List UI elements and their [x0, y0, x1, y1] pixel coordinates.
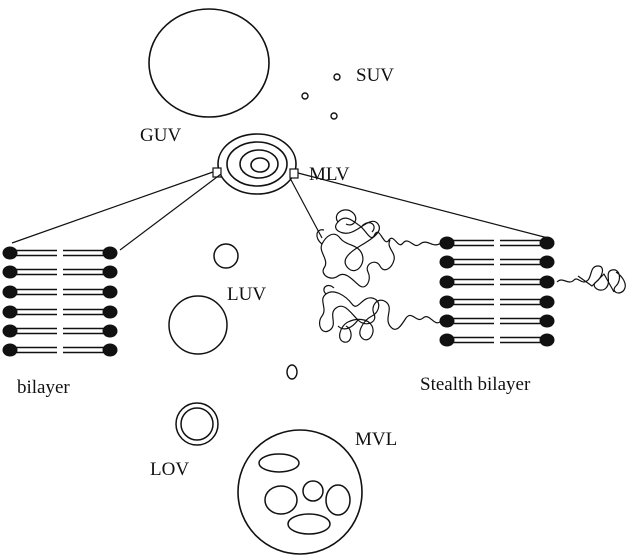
polymer-coil-top — [316, 209, 442, 288]
mvl-label: MVL — [355, 429, 397, 450]
stealth-bilayer-label: Stealth bilayer — [420, 374, 531, 395]
luv-vesicles — [168, 243, 298, 380]
bilayer-label: bilayer — [17, 377, 70, 398]
suv-vesicles — [301, 73, 341, 120]
guv-label: GUV — [140, 125, 181, 146]
polymer-coil-bottom — [318, 284, 442, 343]
polymer-coil-right — [556, 265, 626, 294]
lov-label: LOV — [150, 459, 189, 480]
mlv-label: MLV — [309, 164, 350, 185]
bilayer-stack — [1, 245, 119, 358]
guv-vesicle — [148, 8, 270, 118]
zoom-lines — [11, 171, 549, 251]
stealth-bilayer-stack — [438, 235, 556, 348]
lov-vesicle — [175, 402, 219, 446]
mvl-vesicle — [237, 429, 363, 555]
mlv-vesicle — [212, 133, 299, 195]
suv-label: SUV — [356, 65, 394, 86]
luv-label: LUV — [227, 284, 266, 305]
